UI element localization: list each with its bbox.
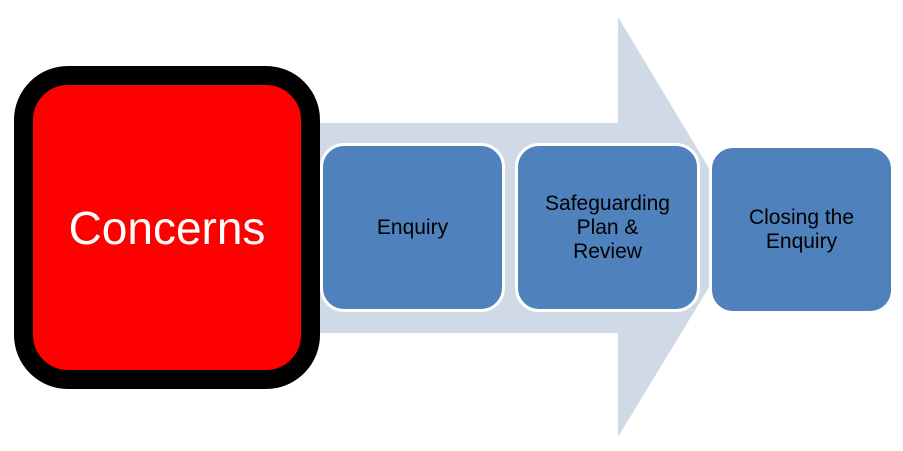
step-closing-the-enquiry: Closing the Enquiry (709, 145, 894, 314)
concerns-label: Concerns (68, 201, 266, 254)
step-safeguarding-plan-review-label: Safeguarding Plan & Review (545, 191, 670, 263)
step-safeguarding-plan-review: Safeguarding Plan & Review (515, 143, 700, 312)
step-enquiry: Enquiry (320, 143, 505, 312)
step-closing-the-enquiry-label: Closing the Enquiry (748, 205, 855, 253)
concerns-box: Concerns (14, 66, 320, 389)
step-enquiry-label: Enquiry (376, 215, 449, 239)
